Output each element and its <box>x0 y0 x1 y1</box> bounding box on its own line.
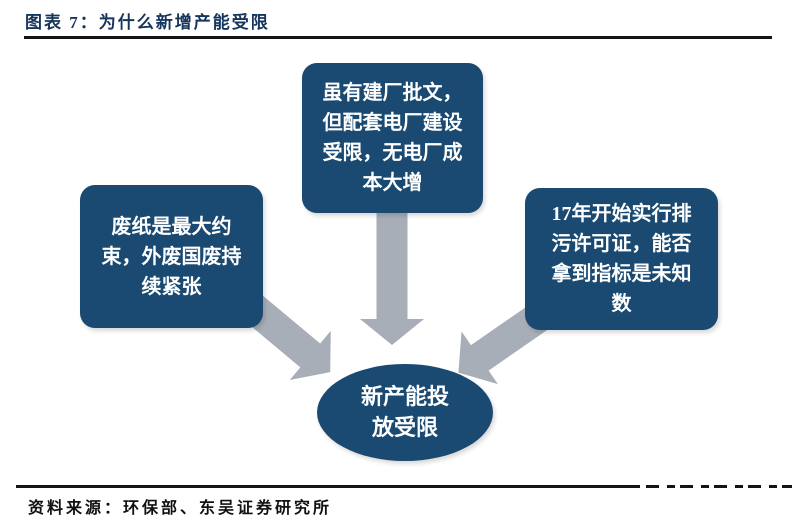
bottom-rule-broken-segment <box>646 485 792 488</box>
arrow-down-icon <box>360 213 424 345</box>
result-ellipse: 新产能投放受限 <box>317 364 493 461</box>
cause-box-pollution-permit: 17年开始实行排污许可证，能否拿到指标是未知数 <box>525 188 718 330</box>
title-rule <box>24 36 772 39</box>
source-note: 资料来源：环保部、东吴证券研究所 <box>28 500 333 517</box>
figure-title: 图表 7：为什么新增产能受限 <box>25 13 270 32</box>
cause-box-waste-paper: 废纸是最大约束，外废国废持续紧张 <box>80 185 263 328</box>
cause-box-power-plant: 虽有建厂批文，但配套电厂建设受限，无电厂成本大增 <box>302 63 483 213</box>
bottom-rule <box>16 485 640 488</box>
